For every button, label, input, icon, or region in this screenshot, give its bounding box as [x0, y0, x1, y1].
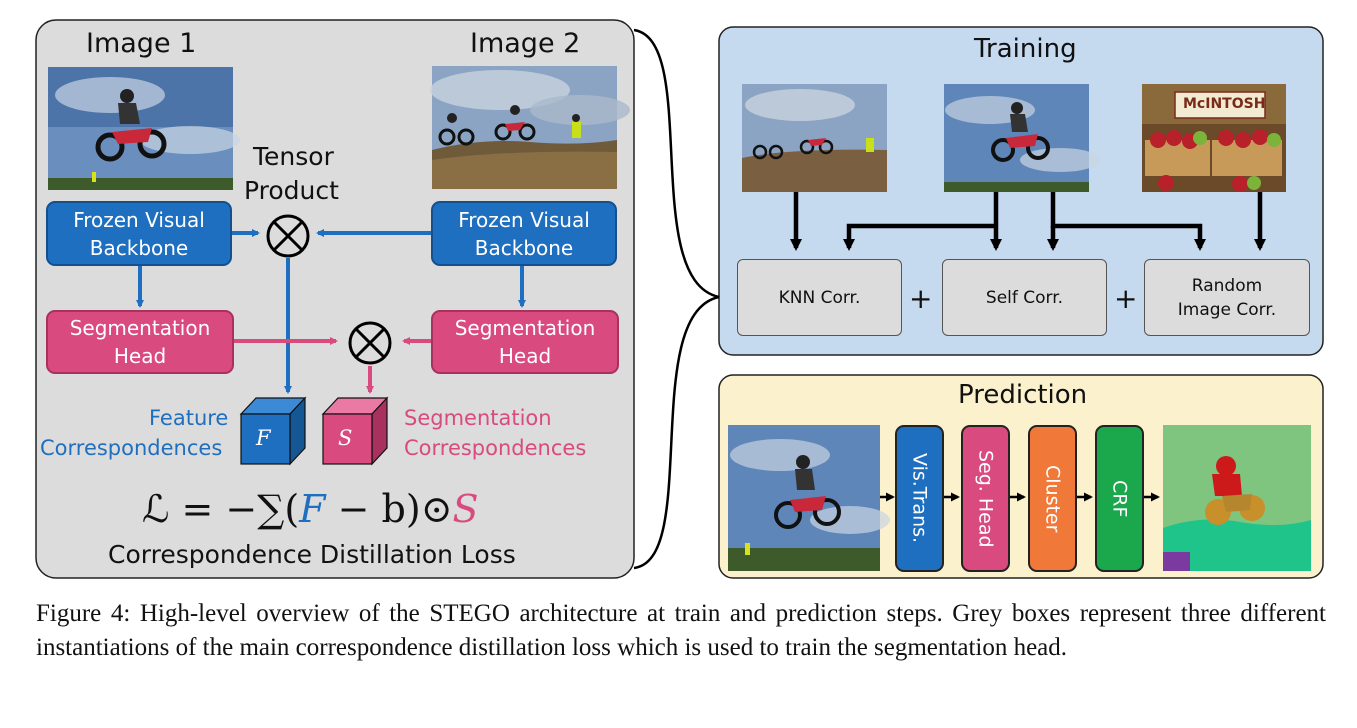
photo-training-2: [944, 84, 1100, 192]
tensor-product-symbol-bottom: [348, 321, 392, 365]
frozen-backbone-right-line2: Backbone: [474, 235, 574, 260]
stage-vis-trans: Vis.Trans.: [895, 425, 944, 572]
segmentation-head-right-line1: Segmentation: [454, 316, 596, 340]
plus-sign-2: +: [1114, 282, 1138, 315]
segmentation-head-right: Segmentation Head: [431, 310, 619, 374]
random-image-corr-line2: Image Corr.: [1177, 299, 1277, 320]
frozen-backbone-right: Frozen Visual Backbone: [431, 201, 617, 266]
stage-crf-label: CRF: [1108, 479, 1131, 518]
self-corr-label: Self Corr.: [985, 287, 1064, 308]
loss-formula-mid: − b)⊙: [325, 487, 453, 531]
segmentation-head-left-line2: Head: [113, 344, 167, 368]
frozen-backbone-left-line2: Backbone: [89, 235, 189, 260]
training-title: Training: [974, 34, 1077, 64]
photo-image1: [48, 67, 240, 190]
frozen-backbone-left: Frozen Visual Backbone: [46, 201, 232, 266]
image1-label: Image 1: [86, 28, 197, 59]
segmentation-correspondences-label-line1: Segmentation: [404, 406, 552, 430]
feature-cube: [239, 396, 307, 466]
segmentation-head-left-line1: Segmentation: [69, 316, 211, 340]
brace-connector: [633, 28, 720, 570]
stage-cluster: Cluster: [1028, 425, 1077, 572]
segmentation-head-right-line2: Head: [498, 344, 552, 368]
random-image-corr-line1: Random: [1191, 275, 1263, 296]
plus-sign-1: +: [909, 282, 933, 315]
loss-formula-s: S: [452, 487, 479, 531]
feature-correspondences-label-line1: Feature: [149, 406, 229, 430]
frozen-backbone-left-line1: Frozen Visual: [73, 207, 205, 232]
tensor-product-symbol-top: [266, 214, 310, 258]
loss-formula-f: F: [299, 487, 326, 531]
frozen-backbone-right-line1: Frozen Visual: [458, 207, 590, 232]
self-corr-box: Self Corr.: [942, 259, 1107, 336]
photo-training-1: [742, 84, 887, 192]
figure-caption: Figure 4: High-level overview of the STE…: [36, 600, 1326, 661]
stage-cluster-label: Cluster: [1041, 464, 1064, 533]
prediction-title: Prediction: [958, 380, 1088, 410]
stage-seg-head: Seg. Head: [961, 425, 1010, 572]
segmentation-head-left: Segmentation Head: [46, 310, 234, 374]
loss-formula-lhs: ℒ = −∑(: [142, 487, 300, 531]
feature-cube-letter: F: [256, 426, 271, 450]
segmentation-correspondences-label-line2: Correspondences: [404, 436, 587, 460]
stage-vis-trans-label: Vis.Trans.: [908, 453, 931, 544]
knn-corr-label: KNN Corr.: [778, 287, 861, 308]
stage-crf: CRF: [1095, 425, 1144, 572]
knn-corr-box: KNN Corr.: [737, 259, 902, 336]
photo-training-3: [1142, 84, 1286, 192]
seg-cube-letter: S: [338, 426, 353, 450]
image2-label: Image 2: [470, 28, 581, 59]
stage-seg-head-label: Seg. Head: [974, 449, 997, 548]
photo-prediction-input: [728, 425, 890, 571]
training-arrows: [790, 192, 1266, 251]
photo-image2: [430, 66, 630, 189]
feature-correspondences-label-line2: Correspondences: [40, 436, 223, 460]
segmentation-cube: [321, 396, 389, 466]
loss-caption: Correspondence Distillation Loss: [108, 540, 516, 569]
tensor-product-label-line2: Product: [244, 176, 339, 205]
loss-formula: ℒ = −∑(F − b)⊙S: [142, 487, 479, 531]
photo-prediction-output: [1163, 425, 1311, 571]
random-image-corr-box: Random Image Corr.: [1144, 259, 1310, 336]
tensor-product-label-line1: Tensor: [253, 142, 334, 171]
apple-sign-text: McINTOSH: [1183, 96, 1266, 112]
